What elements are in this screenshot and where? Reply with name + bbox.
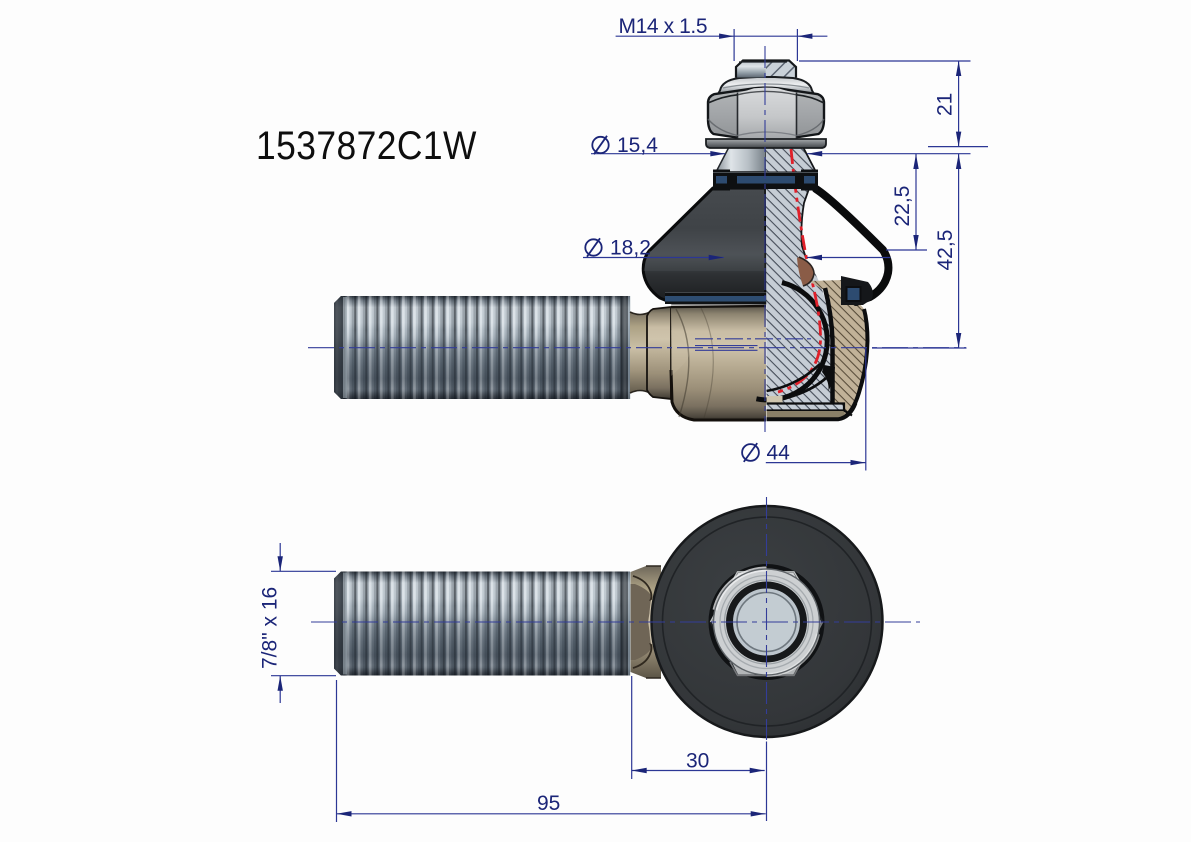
svg-text:44: 44: [767, 442, 791, 465]
svg-text:42,5: 42,5: [934, 230, 957, 271]
svg-text:7/8" x 16: 7/8" x 16: [259, 587, 282, 669]
svg-text:15,4: 15,4: [617, 134, 658, 157]
svg-text:M14 x 1.5: M14 x 1.5: [619, 15, 708, 38]
svg-text:18,2: 18,2: [610, 237, 651, 260]
svg-text:21: 21: [934, 93, 957, 116]
svg-text:22,5: 22,5: [891, 186, 914, 227]
svg-text:30: 30: [686, 750, 709, 773]
svg-text:95: 95: [537, 792, 560, 815]
svg-text:1537872C1W: 1537872C1W: [256, 124, 477, 168]
